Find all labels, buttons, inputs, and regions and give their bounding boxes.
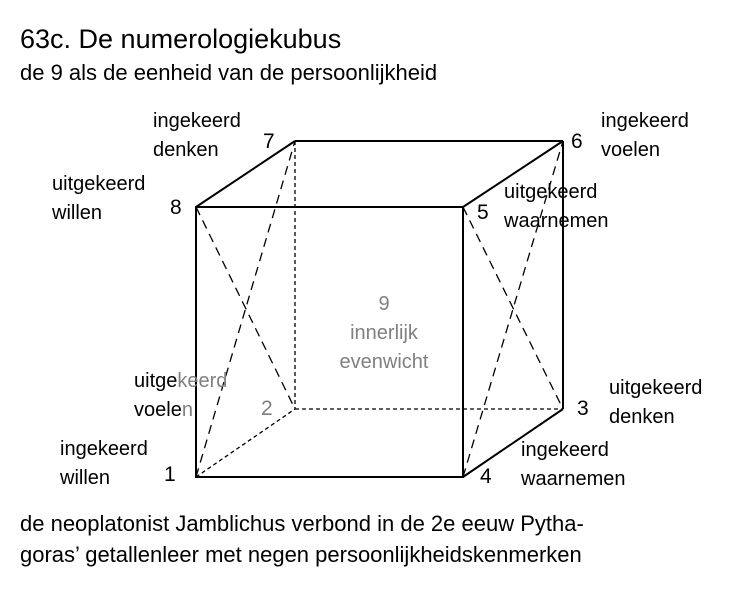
label-2: uitgekeerd voelen	[134, 367, 227, 425]
label-4: ingekeerd waarnemen	[521, 436, 626, 494]
label-4-line1: ingekeerd	[521, 439, 609, 461]
edge-1-2	[195, 408, 296, 478]
caption-line2: goras’ getallenleer met negen persoonlij…	[20, 542, 582, 567]
label-1-line2: willen	[60, 467, 111, 489]
center-line2: evenwicht	[339, 351, 429, 373]
label-8: uitgekeerd willen	[52, 170, 145, 228]
label-6-line2: voelen	[601, 139, 660, 161]
label-6: ingekeerd voelen	[601, 107, 689, 165]
label-2-part2: keerd	[177, 370, 228, 392]
vertex-3: 3	[577, 397, 589, 420]
label-1-line1: ingekeerd	[60, 438, 148, 460]
vertex-6: 6	[571, 130, 583, 153]
diagonal-1-7	[195, 140, 296, 478]
vertex-1: 1	[164, 463, 176, 486]
label-4-line2: waarnemen	[521, 468, 626, 490]
edge-8-7	[195, 140, 296, 208]
label-5-line2: waarnemen	[504, 210, 609, 232]
page-subtitle: de 9 als de eenheid van de persoonlijkhe…	[20, 60, 438, 85]
page-title: 63c. De numerologiekubus	[20, 24, 342, 54]
label-3-line2: denken	[609, 406, 675, 428]
vertex-7: 7	[263, 130, 275, 153]
label-2-part1: uitge	[134, 370, 178, 392]
center-label: 9 innerlijk evenwicht	[328, 290, 440, 377]
diagonal-8-2	[195, 206, 296, 410]
label-7: ingekeerd denken	[153, 107, 241, 165]
caption-line1: de neoplatonist Jamblichus verbond in de…	[20, 511, 584, 536]
label-7-line2: denken	[153, 139, 219, 161]
label-5-line1: uitgekeerd	[504, 181, 598, 203]
edge-5-6	[462, 140, 564, 208]
label-2-part3: voele	[134, 399, 182, 421]
label-6-line1: ingekeerd	[601, 110, 689, 132]
label-5: uitgekeerd waarnemen	[504, 178, 609, 236]
vertex-8: 8	[170, 196, 182, 219]
label-8-line2: willen	[52, 202, 103, 224]
center-number: 9	[378, 293, 390, 315]
edge-4-3	[462, 408, 564, 478]
label-7-line1: ingekeerd	[153, 110, 241, 132]
vertex-4: 4	[480, 465, 492, 488]
vertex-2: 2	[261, 397, 273, 420]
vertex-5: 5	[477, 201, 489, 224]
label-1: ingekeerd willen	[60, 435, 148, 493]
diagonal-4-6	[462, 140, 564, 478]
label-8-line1: uitgekeerd	[52, 173, 146, 195]
label-2-part4: n	[181, 399, 193, 421]
label-2-line1: uitgekeerd	[134, 367, 227, 396]
front-face	[195, 206, 464, 478]
label-3-line1: uitgekeerd	[609, 377, 703, 399]
center-line1: innerlijk	[350, 322, 418, 344]
label-2-line2: voelen	[134, 396, 227, 425]
diagonal-5-3	[462, 206, 564, 410]
label-3: uitgekeerd denken	[609, 374, 702, 432]
